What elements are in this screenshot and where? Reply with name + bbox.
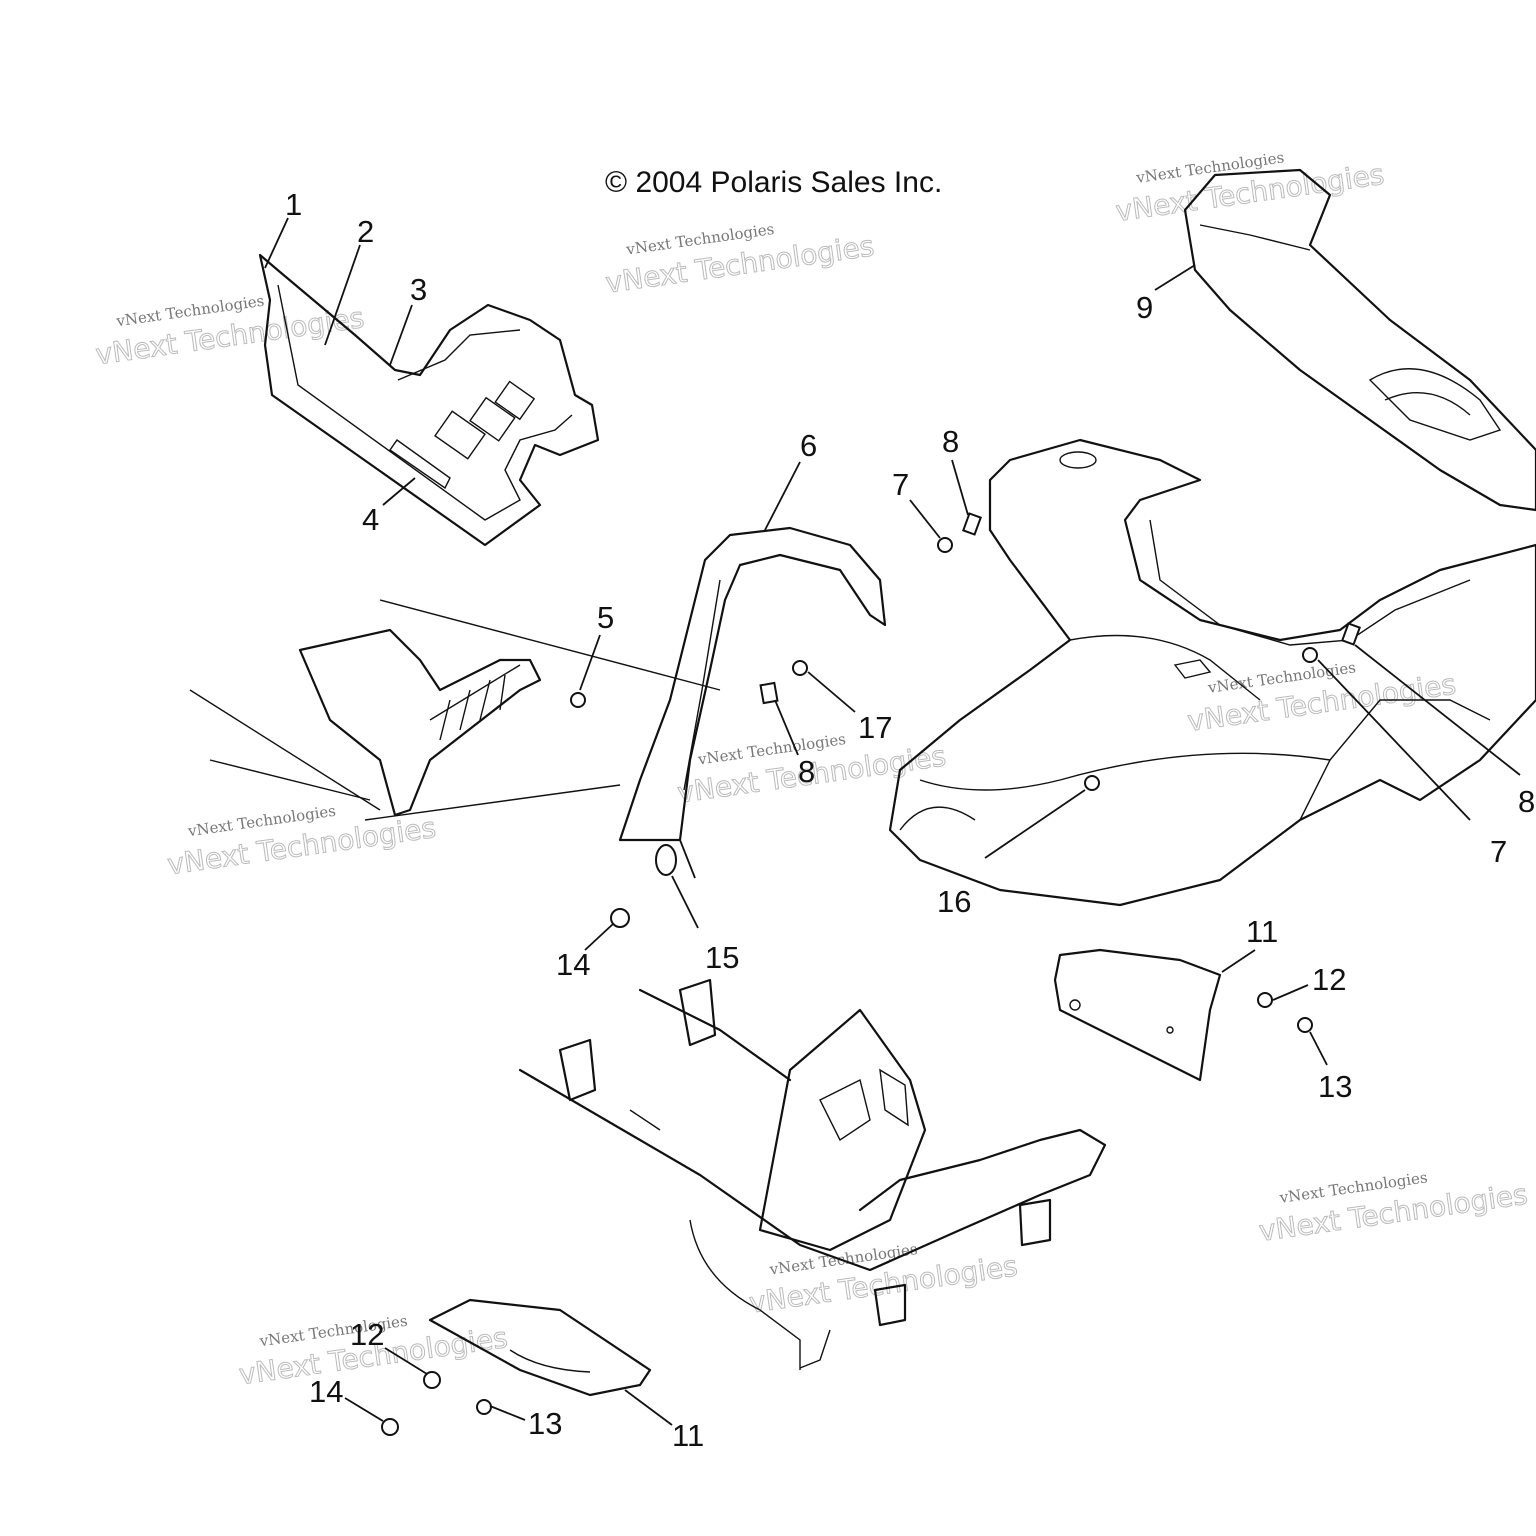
- skid-plate-11-lower: [428, 1298, 652, 1397]
- callout-14: 14: [556, 947, 590, 982]
- callout-8: 8: [1518, 784, 1535, 819]
- screw-12-icon: [423, 1371, 441, 1389]
- footrest-5: [189, 599, 721, 821]
- frame-assembly: [518, 978, 1107, 1370]
- washer-15-icon: [655, 844, 677, 876]
- callout-9: 9: [1136, 290, 1153, 325]
- callout-4: 4: [362, 502, 379, 537]
- bolt-13-icon: [1297, 1017, 1313, 1033]
- screw-17-icon: [792, 660, 808, 676]
- copyright-notice: © 2004 Polaris Sales Inc.: [605, 166, 943, 199]
- callout-11: 11: [1246, 914, 1278, 949]
- callout-13: 13: [1318, 1069, 1352, 1104]
- callout-15: 15: [705, 940, 739, 975]
- front-fender-16: [888, 438, 1536, 907]
- footwell-panel: [258, 253, 600, 547]
- callout-7: 7: [892, 467, 909, 502]
- screw-12-icon: [1257, 992, 1273, 1008]
- leader-lines: [264, 217, 1521, 1426]
- clip-8-icon: [962, 512, 982, 536]
- screw-7-icon: [937, 537, 953, 553]
- callout-14: 14: [309, 1374, 343, 1409]
- callout-17: 17: [858, 710, 892, 745]
- nut-14-icon: [381, 1418, 399, 1436]
- callout-12: 12: [1312, 962, 1346, 997]
- fender-flare-6: [618, 526, 887, 842]
- callout-6: 6: [800, 428, 817, 463]
- rivet-5-icon: [570, 692, 586, 708]
- callout-12: 12: [350, 1317, 384, 1352]
- side-cover-9: [1183, 168, 1536, 512]
- callout-5: 5: [597, 600, 614, 635]
- screw-7-icon: [1302, 647, 1318, 663]
- callout-8: 8: [798, 754, 815, 789]
- bolt-13-icon: [476, 1399, 492, 1415]
- nut-14-icon: [610, 908, 630, 928]
- callout-3: 3: [410, 272, 427, 307]
- callout-7: 7: [1490, 834, 1507, 869]
- callout-16: 16: [937, 884, 971, 919]
- clip-8-icon: [1341, 622, 1361, 646]
- callout-11: 11: [672, 1418, 704, 1453]
- callout-8: 8: [942, 424, 959, 459]
- callout-13: 13: [528, 1406, 562, 1441]
- callout-2: 2: [357, 214, 374, 249]
- nut-16-icon: [1084, 775, 1100, 791]
- callout-1: 1: [285, 187, 302, 222]
- hardware-group: [381, 512, 1361, 1436]
- callout-labels: 1 2 3 4 5 6 7 8 9 7 8 8 17 16 14 15 11 1…: [285, 187, 1535, 1453]
- clip-8-icon: [759, 681, 779, 705]
- bracket-11-right: [1053, 948, 1222, 1082]
